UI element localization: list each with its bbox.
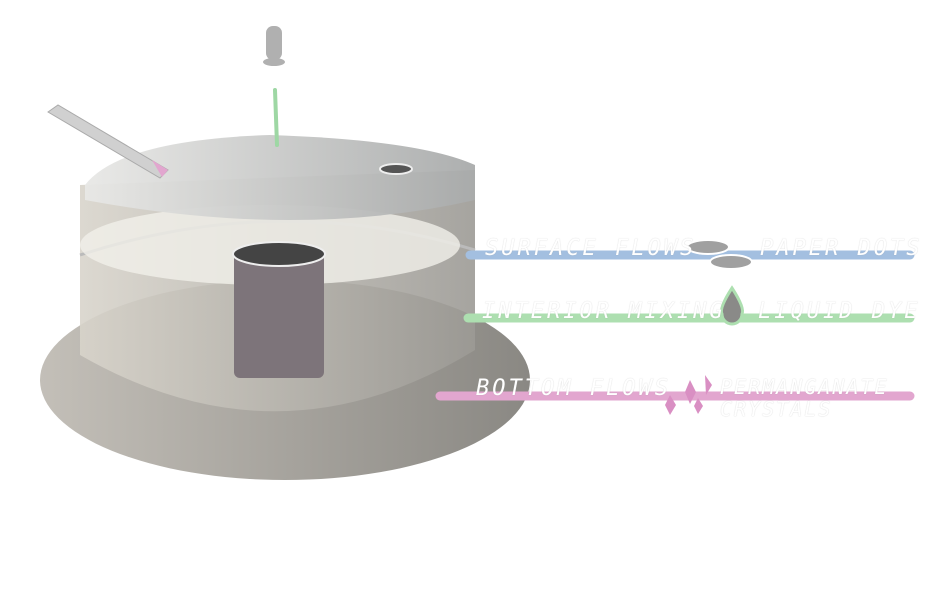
- interior-mixing-label: INTERIOR MIXING: [482, 299, 726, 324]
- paper-dots-icon: [686, 239, 753, 270]
- permanganate-crystals-label: PERMANGANATE CRYSTALS: [720, 375, 889, 421]
- lid: [85, 135, 475, 220]
- beaker: [232, 241, 326, 378]
- lid-hole: [379, 163, 413, 175]
- surface-flows-label: SURFACE FLOWS: [485, 236, 697, 261]
- paper-dots-label: PAPER DOTS: [760, 236, 923, 261]
- legend-lines: [435, 250, 915, 401]
- spatula-icon: [47, 104, 169, 179]
- crystals-icon: [665, 375, 712, 415]
- bottom-flows-label: BOTTOM FLOWS: [476, 376, 671, 401]
- dropper-icon: [263, 26, 285, 147]
- liquid-drop-icon: [720, 285, 744, 326]
- liquid-dye-label: LIQUID DYE: [758, 299, 921, 324]
